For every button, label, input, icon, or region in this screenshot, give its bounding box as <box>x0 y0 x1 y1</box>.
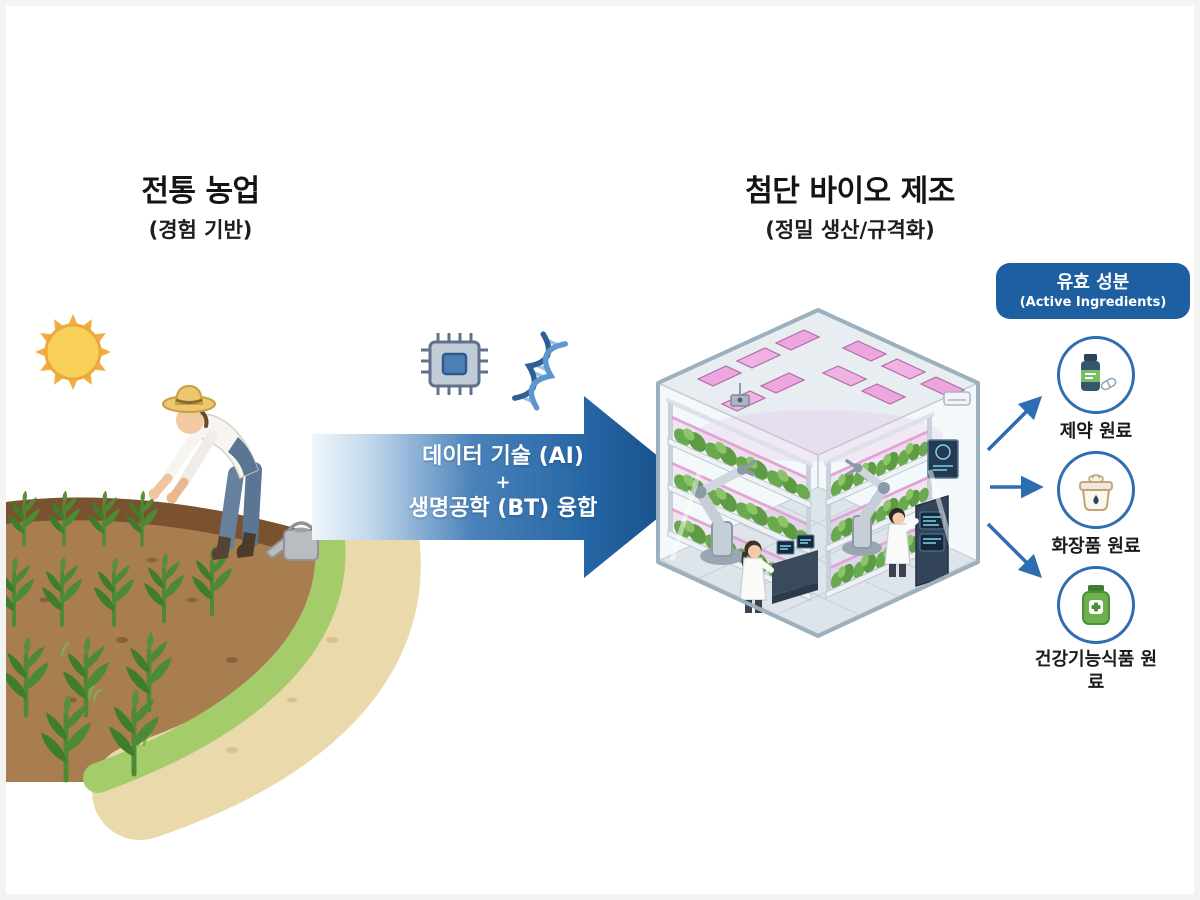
pharma-output-circle <box>1057 336 1135 414</box>
health-output-label: 건강기능식품 원료 <box>1034 649 1158 693</box>
cream-jar-icon <box>1079 474 1113 511</box>
sun-icon <box>35 314 111 390</box>
left-plant-shelves <box>666 397 813 601</box>
arrow-label-line2: 생명공학 (BT) 융합 <box>408 496 598 521</box>
ac-unit <box>943 391 971 406</box>
ai-chip-icon <box>421 333 488 395</box>
robot-arm-left <box>693 460 756 565</box>
arrow-label-line1: 데이터 기술 (AI) <box>422 444 584 469</box>
right-title: 첨단 바이오 제조 <box>745 174 955 209</box>
watering-can-icon <box>265 521 319 561</box>
supplement-bottle-icon <box>1082 585 1110 625</box>
bio-facility-illustration <box>656 308 980 638</box>
health-output-circle <box>1057 566 1135 644</box>
farmer <box>148 384 262 560</box>
pharma-output-label: 제약 원료 <box>1059 421 1133 442</box>
scientist-right <box>884 508 919 577</box>
cosmetics-output-circle <box>1057 451 1135 529</box>
transformation-arrow-label: 데이터 기술 (AI) + 생명공학 (BT) 융합 <box>378 442 628 524</box>
path-speckles <box>226 637 338 753</box>
scene-canvas <box>6 308 1044 840</box>
farm-field <box>6 489 421 840</box>
traditional-farming-section: 전통 농업 (경험 기반) <box>58 166 343 244</box>
control-console-left <box>772 534 818 604</box>
output-arrows <box>986 395 1044 579</box>
cosmetics-output-label: 화장품 원료 <box>1051 536 1141 557</box>
bio-manufacturing-section: 첨단 바이오 제조 (정밀 생산/규격화) <box>695 166 1005 244</box>
arrow-label-plus: + <box>495 472 511 493</box>
badge-title: 유효 성분 <box>1056 271 1130 293</box>
right-subtitle: (정밀 생산/규격화) <box>765 218 935 242</box>
pill-bottle-icon <box>1081 354 1117 391</box>
badge-subtitle: (Active Ingredients) <box>1019 294 1167 310</box>
wall-monitors <box>927 439 959 479</box>
flow-arrow <box>312 396 696 578</box>
left-title: 전통 농업 <box>141 174 260 209</box>
left-subtitle: (경험 기반) <box>148 218 253 242</box>
dna-helix-icon <box>512 331 568 411</box>
robot-arm-right <box>842 459 890 556</box>
active-ingredients-badge: 유효 성분 (Active Ingredients) <box>996 263 1190 319</box>
